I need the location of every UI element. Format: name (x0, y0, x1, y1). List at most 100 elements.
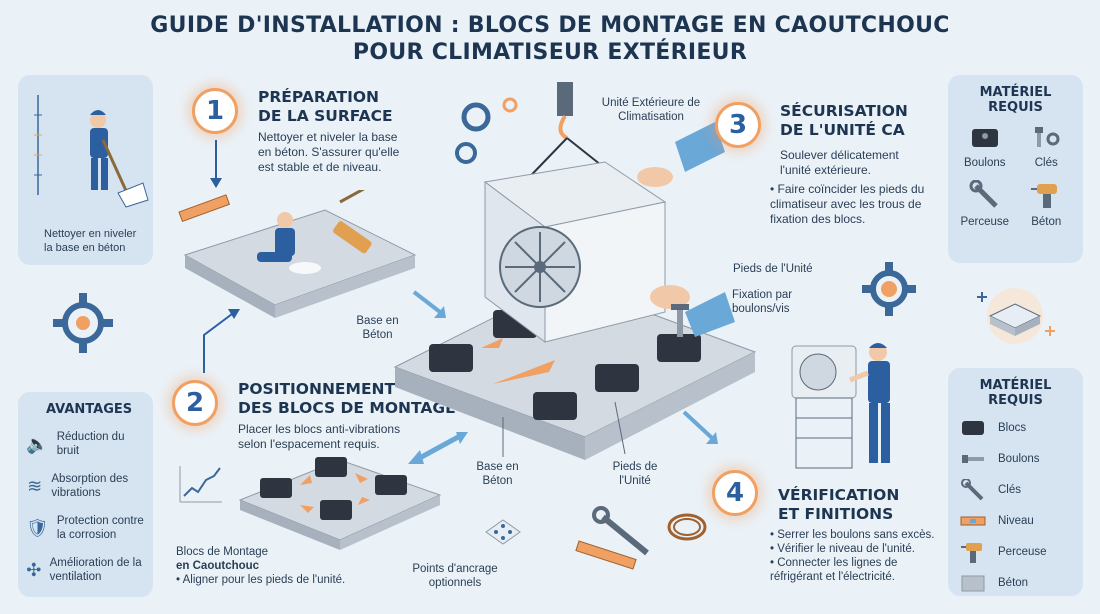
left-illustration-panel: Nettoyer en niveler la base en béton (18, 75, 153, 265)
material-label: Niveau (998, 514, 1034, 527)
advantage-item: 🔈 Réduction du bruit (26, 423, 145, 465)
title-line-1: GUIDE D'INSTALLATION : BLOCS DE MONTAGE … (150, 13, 950, 38)
material-item: Béton (958, 567, 1073, 598)
step-4-title-line-2: ET FINITIONS (778, 505, 894, 523)
advantage-label: Réduction du bruit (56, 431, 125, 457)
step-1-title-line-2: DE LA SURFACE (258, 107, 393, 125)
step-4-bullet: Serrer les boulons sans excès. (770, 528, 945, 542)
step-3-title: SÉCURISATION DE L'UNITÉ CA (780, 102, 908, 140)
double-arrow-icon (408, 432, 468, 464)
material-item: Clés (1016, 123, 1078, 170)
page-title: GUIDE D'INSTALLATION : BLOCS DE MONTAGE … (0, 12, 1100, 66)
step-3-title-line-1: SÉCURISATION (780, 102, 908, 120)
material-label: Béton (1031, 216, 1062, 228)
drill-icon (1031, 184, 1058, 208)
bolt-icon (962, 454, 984, 463)
chart-trend-icon (179, 466, 222, 503)
blocks-caption-line-2: en Caoutchouc (176, 560, 260, 572)
step-4-bullet: Vérifier le niveau de l'unité. (770, 542, 945, 556)
block-icon (971, 129, 998, 147)
step-1-title: PRÉPARATION DE LA SURFACE (258, 88, 393, 126)
blocks-caption-line-1: Blocs de Montage (176, 546, 269, 558)
step-3-number: 3 (715, 102, 761, 148)
advantage-label: Protection contre la corrosion (56, 515, 144, 541)
step-2-illustration (238, 457, 442, 550)
worker-sweeping-illustration (34, 95, 149, 208)
material-item: Boulons (954, 123, 1016, 170)
material-label: Clés (1034, 157, 1058, 169)
step-1-number: 1 (192, 88, 238, 134)
step-2-title-line-1: POSITIONNEMENT (238, 380, 396, 398)
material-label: Boulons (963, 157, 1006, 169)
advantage-item: 🛡 Protection contre la corrosion (26, 507, 145, 549)
step-4-bullets: Serrer les boulons sans excès. Vérifier … (770, 528, 945, 584)
wrench-icon (961, 478, 984, 500)
material-label: Perceuse (998, 545, 1047, 558)
arrow-diag-icon (412, 290, 446, 318)
step-4-title: VÉRIFICATION ET FINITIONS (778, 486, 899, 524)
step-1-illustration (178, 190, 417, 318)
step-2-number: 2 (172, 380, 218, 426)
advantage-label: Absorption des vibrations (51, 473, 129, 499)
arrow-right-down-icon (682, 410, 718, 444)
step-2-title: POSITIONNEMENT DES BLOCS DE MONTAGE (238, 380, 456, 418)
material-label: Boulons (998, 452, 1040, 465)
material-item: Perceuse (954, 179, 1016, 229)
materials-bottom-title: MATÉRIEL REQUIS (979, 378, 1052, 408)
shield-check-icon: 🛡 (26, 517, 49, 538)
step-4-bullet: Connecter les lignes de réfrigérant et l… (770, 556, 945, 584)
material-item: Clés (958, 474, 1073, 505)
materials-top-title: MATÉRIEL REQUIS (979, 85, 1052, 115)
label-fixation: Fixation par boulons/vis (732, 289, 793, 315)
step-3-text: Soulever délicatement l'unité extérieure… (780, 148, 899, 177)
material-label: Béton (998, 576, 1029, 589)
concrete-icon (961, 575, 985, 591)
material-label: Perceuse (960, 216, 1010, 228)
step-4-number: 4 (712, 470, 758, 516)
speaker-icon: 🔈 (26, 433, 49, 454)
gear-icon (53, 293, 113, 353)
material-item: Niveau (958, 505, 1073, 536)
drill-icon (961, 542, 982, 563)
step-3-bullet: Faire coïncider les pieds du climatiseur… (770, 182, 930, 227)
level-icon (960, 516, 986, 525)
material-item: Béton (1016, 180, 1078, 229)
material-item: Blocs (958, 412, 1073, 443)
advantage-label: Amélioration de la ventilation (49, 557, 142, 583)
advantage-item: ≋ Absorption des vibrations (26, 465, 145, 507)
gears-icon (455, 97, 518, 164)
material-label: Blocs (998, 421, 1027, 434)
center-illustration (393, 82, 757, 460)
blocks-caption-bullet: Aligner pour les pieds de l'unité. (176, 573, 376, 587)
materials-top-panel: MATÉRIEL REQUIS Boulons Clés Perceuse Bé… (948, 75, 1083, 263)
anchor-plate-icon (485, 519, 521, 545)
bolt-icon (1035, 127, 1060, 147)
materials-bottom-panel: MATÉRIEL REQUIS Blocs Boulons Clés Nivea… (948, 368, 1083, 596)
left-caption: Nettoyer en niveler la base en béton (44, 228, 137, 254)
material-item: Perceuse (958, 536, 1073, 567)
step-3-title-line-2: DE L'UNITÉ CA (780, 121, 905, 139)
rubber-block-highlight-icon (977, 288, 1055, 344)
advantages-panel: AVANTAGES 🔈 Réduction du bruit ≋ Absorpt… (18, 392, 153, 597)
material-label: Clés (998, 483, 1022, 496)
step-2-text: Placer les blocs anti-vibrations selon l… (238, 422, 401, 451)
label-base-bottom: Base en Béton (476, 461, 519, 487)
label-unit: Unité Extérieure de Climatisation (601, 97, 701, 123)
step-1-text: Nettoyer et niveler la base en béton. S'… (258, 130, 400, 174)
blocks-caption: Blocs de Montage en Caoutchouc Aligner p… (176, 545, 376, 587)
label-base-top: Base en Béton (356, 315, 399, 341)
arrow-down-icon (210, 140, 222, 188)
advantages-title: AVANTAGES (46, 402, 133, 417)
technician-illustration (791, 343, 890, 469)
title-line-2: POUR CLIMATISEUR EXTÉRIEUR (352, 40, 748, 65)
fan-icon: ✣ (26, 559, 42, 580)
tools-illustration (575, 506, 707, 570)
step-1-title-line-1: PRÉPARATION (258, 88, 380, 106)
material-item: Boulons (958, 443, 1073, 474)
arrow-up-right-icon (203, 309, 240, 373)
step-4-title-line-1: VÉRIFICATION (778, 486, 900, 504)
label-feet: Pieds de l'Unité (733, 263, 813, 275)
vibration-icon: ≋ (27, 475, 43, 496)
step-2-title-line-2: DES BLOCS DE MONTAGE (238, 399, 456, 417)
wrench-icon (969, 179, 998, 208)
